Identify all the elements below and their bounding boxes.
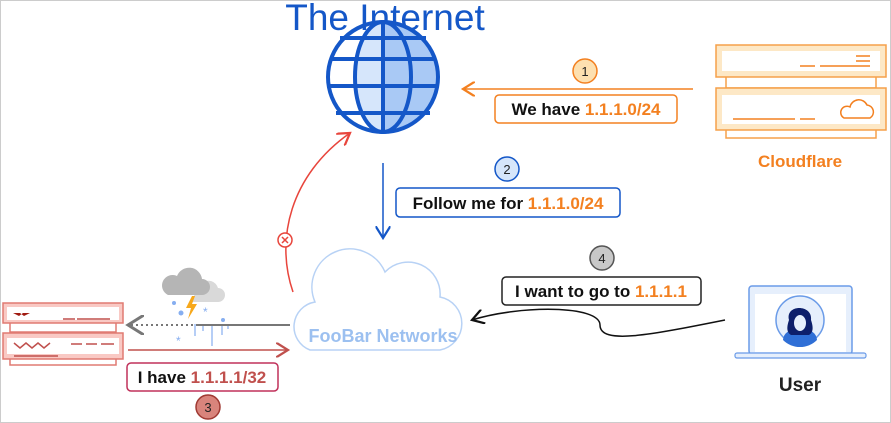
step-4-text: I want to go to 1.1.1.1 — [515, 282, 687, 301]
globe-icon — [326, 20, 440, 134]
cloudflare-label: Cloudflare — [758, 152, 842, 171]
step-3-text: I have 1.1.1.1/32 — [138, 368, 267, 387]
svg-text:*: * — [176, 334, 181, 348]
user-request-arrow — [472, 308, 726, 337]
foobar-cloud-icon — [293, 248, 463, 351]
step-2-badge — [494, 156, 520, 182]
user-laptop-icon — [734, 285, 867, 359]
blocked-x-icon — [277, 232, 293, 248]
foobar-label: FooBar Networks — [308, 326, 457, 346]
storm-cloud-icon: ** — [161, 267, 229, 348]
step-2-text: Follow me for 1.1.1.0/24 — [413, 194, 604, 213]
step-4-badge — [589, 245, 615, 271]
user-label: User — [779, 375, 822, 396]
step-4-box — [501, 276, 702, 306]
step-2-number: 2 — [503, 162, 510, 177]
step-3-number: 3 — [204, 400, 211, 415]
cloudflare-server-icon — [715, 44, 887, 139]
malicious-server-icon — [2, 302, 124, 366]
blocked-route-arrow — [285, 133, 350, 293]
step-1-box — [494, 94, 678, 124]
step-3-badge — [195, 394, 221, 420]
step-4-number: 4 — [598, 251, 605, 266]
step-1-badge — [572, 58, 598, 84]
step-1-text: We have 1.1.1.0/24 — [511, 100, 661, 119]
step-1-number: 1 — [581, 64, 588, 79]
step-3-box — [126, 362, 279, 392]
step-2-box — [395, 187, 621, 218]
svg-text:*: * — [203, 305, 208, 319]
